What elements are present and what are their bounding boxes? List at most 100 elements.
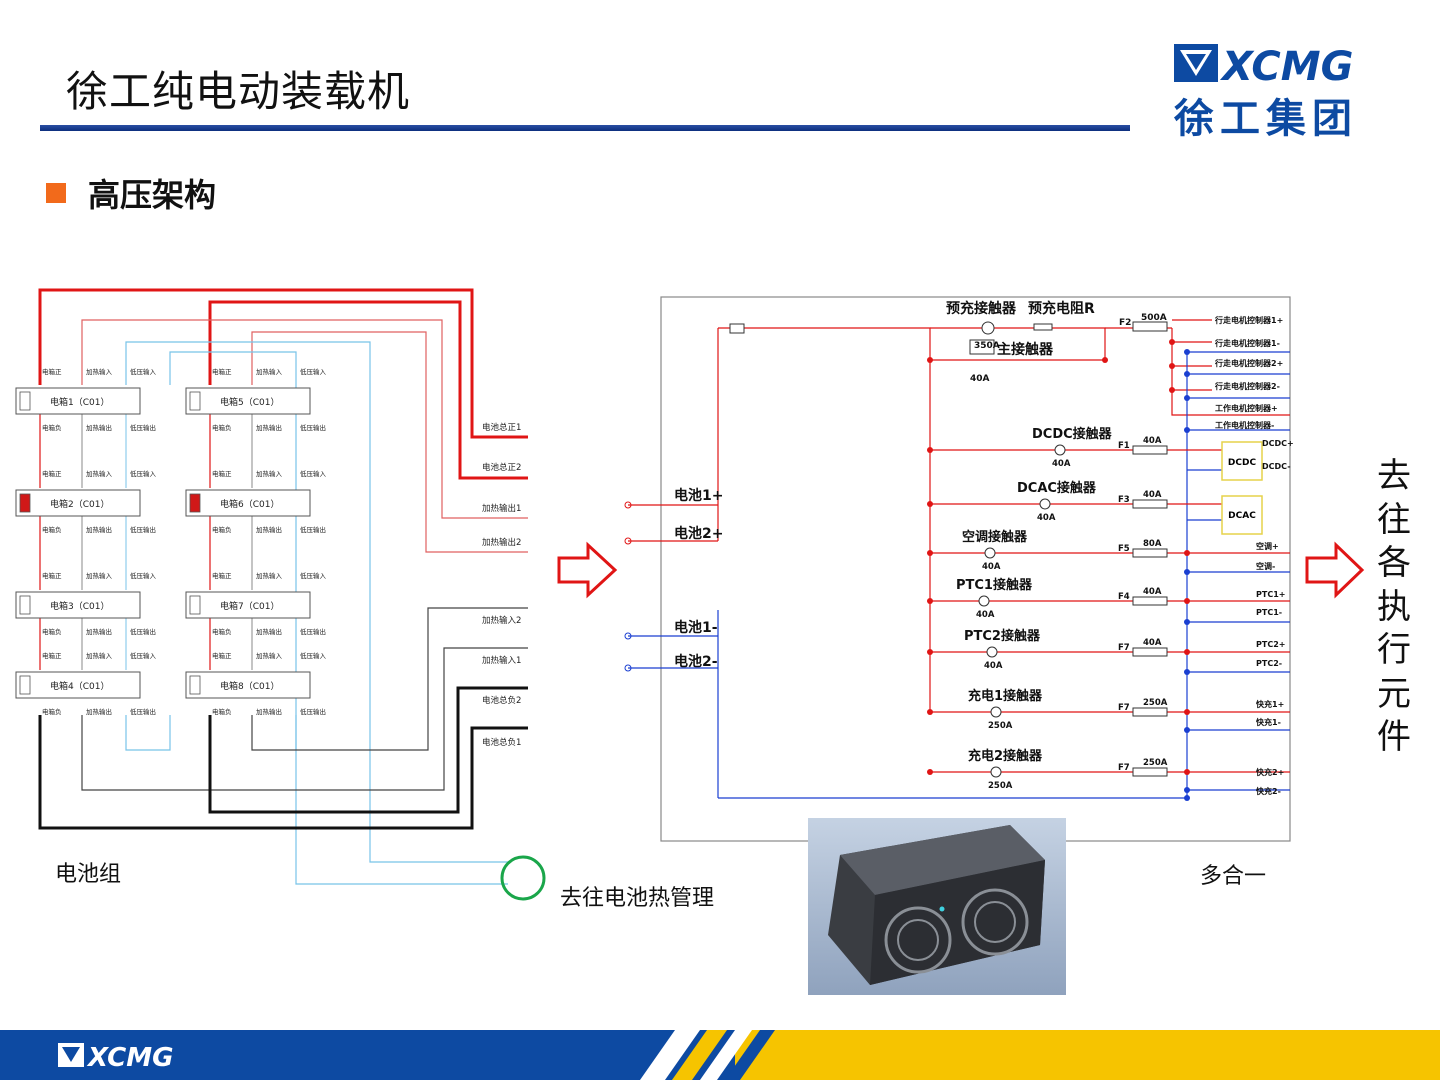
- battery-group-label: 电池组: [55, 862, 122, 887]
- pin-label: 电箱正: [212, 651, 232, 660]
- fuse-rating: 40A: [1143, 587, 1162, 597]
- pin-label: 电箱正: [212, 367, 232, 376]
- to-actuators-label: 去 往 各 执 行 元 件: [1377, 456, 1411, 757]
- contactor-rating: 40A: [982, 562, 1001, 572]
- battery-boxes: 电箱1（C01）电箱正加热输入低压输入电箱负加热输出低压输出电箱2（C01）电箱…: [15, 367, 327, 716]
- pin-label: 电箱负: [212, 627, 232, 636]
- pin-label: 低压输入: [130, 571, 157, 580]
- input-connector-symbol: [729, 323, 745, 334]
- pin-label: 低压输出: [130, 627, 156, 636]
- battery-box: 电箱4（C01）电箱正加热输入低压输入电箱负加热输出低压输出: [15, 651, 157, 716]
- pin-label: 低压输入: [130, 367, 157, 376]
- pin-label: 电箱正: [42, 571, 62, 580]
- main-fuse-label: F2: [1119, 318, 1131, 328]
- pdu-output-label: 行走电机控制器1-: [1214, 338, 1280, 348]
- xcmg-logo: XCMG 徐工集团: [1173, 44, 1353, 140]
- right-arrow-icon: [557, 541, 618, 599]
- main-contactor-label: 主接触器: [997, 341, 1054, 358]
- fuse-rating: 40A: [1143, 490, 1162, 500]
- battery-output-label: 加热输出1: [482, 503, 521, 514]
- pin-label: 加热输出: [86, 627, 112, 636]
- logo-latin: XCMG: [1219, 44, 1353, 90]
- pin-label: 加热输入: [256, 651, 283, 660]
- contactor-label: DCAC接触器: [1017, 480, 1097, 496]
- section-heading: 高压架构: [46, 170, 216, 216]
- pin-label: 低压输入: [130, 469, 157, 478]
- dcac-box-label: DCAC: [1228, 511, 1256, 521]
- battery-box-label: 电箱4（C01）: [50, 680, 109, 692]
- contactor-rating: 40A: [1052, 459, 1071, 469]
- right-arrow-icon: [1305, 541, 1365, 599]
- pdu-output-label: DCDC+: [1262, 439, 1294, 448]
- battery-output-label: 加热输入2: [482, 615, 521, 626]
- contactor-label: 空调接触器: [962, 529, 1028, 545]
- fuse-rating: 250A: [1143, 758, 1168, 768]
- pdu-branch: 空调接触器 40A F5 80A: [962, 529, 1168, 572]
- pdu-output-label: 快充1-: [1256, 717, 1281, 727]
- pin-label: 电箱正: [212, 571, 232, 580]
- fuse-label: F7: [1118, 763, 1130, 773]
- battery-box: 电箱2（C01）电箱正加热输入低压输入电箱负加热输出低压输出: [15, 469, 157, 534]
- battery-box-label: 电箱7（C01）: [220, 600, 279, 612]
- pin-label: 加热输入: [86, 469, 113, 478]
- pin-label: 电箱负: [212, 525, 232, 534]
- precharge-label: 预充接触器: [946, 300, 1017, 317]
- fuse-rating: 40A: [1143, 638, 1162, 648]
- fuse-label: F7: [1118, 643, 1130, 653]
- main-contactor-rating-2: 40A: [970, 374, 990, 384]
- pin-label: 加热输入: [86, 571, 113, 580]
- pin-label: 加热输入: [256, 469, 283, 478]
- battery-box: 电箱1（C01）电箱正加热输入低压输入电箱负加热输出低压输出: [15, 367, 157, 432]
- multi-in-one-photo: [808, 818, 1066, 995]
- pdu-frame: [660, 296, 1291, 842]
- main-contactor-rating: 350A: [974, 341, 1000, 351]
- pin-label: 低压输出: [300, 707, 326, 716]
- pin-label: 低压输出: [300, 627, 326, 636]
- input-battery1-pos: 电池1+: [674, 487, 723, 504]
- thermal-connection-circle: [500, 855, 546, 901]
- contactor-rating: 40A: [1037, 513, 1056, 523]
- dcac-converter-box: [1221, 495, 1263, 535]
- pin-label: 低压输入: [300, 367, 327, 376]
- fuse-label: F5: [1118, 544, 1130, 554]
- fuse-label: F3: [1118, 495, 1130, 505]
- pdu-output-label: 行走电机控制器2+: [1214, 358, 1283, 368]
- pin-label: 低压输出: [130, 525, 156, 534]
- contactor-rating: 250A: [988, 781, 1013, 791]
- pdu-branch: DCAC接触器 40A F3 40A: [1017, 480, 1168, 523]
- pin-label: 加热输出: [86, 423, 112, 432]
- fuse-label: F7: [1118, 703, 1130, 713]
- dcdc-converter-box: [1221, 441, 1263, 481]
- battery-box: 电箱3（C01）电箱正加热输入低压输入电箱负加热输出低压输出: [15, 571, 157, 636]
- pin-label: 低压输入: [130, 651, 157, 660]
- pdu-output-label: 快充2-: [1256, 786, 1281, 796]
- pdu-branches: DCDC接触器 40A F1 40A DCAC接触器 40A F3 40A 空调接触器 40A F5…: [956, 426, 1168, 791]
- pdu-output-label: PTC2-: [1256, 659, 1282, 668]
- pin-label: 电箱正: [42, 651, 62, 660]
- pin-label: 电箱正: [42, 469, 62, 478]
- main-fuse-symbol: [1132, 321, 1168, 332]
- contactor-label: 充电1接触器: [968, 688, 1043, 704]
- battery-output-label: 电池总正2: [482, 462, 521, 473]
- battery-box-label: 电箱6（C01）: [220, 498, 279, 510]
- xcmg-emblem-icon: [1174, 44, 1218, 82]
- pdu-output-label: PTC1+: [1256, 590, 1285, 599]
- battery-box-label: 电箱1（C01）: [50, 396, 109, 408]
- fuse-label: F1: [1118, 441, 1130, 451]
- precharge-res-label: 预充电阻R: [1028, 300, 1095, 317]
- fuse-rating: 250A: [1143, 698, 1168, 708]
- contactor-label: DCDC接触器: [1032, 426, 1113, 442]
- input-battery1-neg: 电池1-: [674, 619, 718, 636]
- battery-output-label: 加热输入1: [482, 655, 521, 666]
- pdu-wiring: [628, 319, 1290, 799]
- dcdc-box-label: DCDC: [1228, 458, 1257, 468]
- pin-label: 电箱负: [212, 707, 232, 716]
- pin-label: 低压输出: [300, 423, 326, 432]
- fuse-rating: 80A: [1143, 539, 1162, 549]
- pin-label: 电箱负: [42, 707, 62, 716]
